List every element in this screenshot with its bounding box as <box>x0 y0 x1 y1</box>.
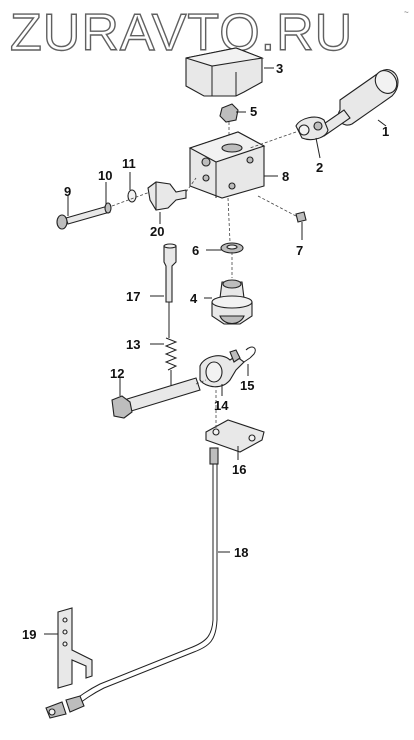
part-3-cover <box>185 47 265 97</box>
callout-8: 8 <box>282 169 289 184</box>
watermark-text: ZURAVTO.RU <box>10 4 353 60</box>
callout-3: 3 <box>276 61 283 76</box>
part-20-clamp <box>147 177 197 211</box>
part-14-pivot-lever <box>199 349 245 388</box>
callout-16: 16 <box>232 462 246 477</box>
callout-18: 18 <box>234 545 248 560</box>
callout-12: 12 <box>110 366 124 381</box>
leader-lines <box>44 67 387 635</box>
callout-14: 14 <box>214 398 229 413</box>
callout-17: 17 <box>126 289 140 304</box>
callout-13: 13 <box>126 337 140 352</box>
callout-6: 6 <box>192 243 199 258</box>
part-17-rod <box>163 243 177 338</box>
callout-10: 10 <box>98 168 112 183</box>
part-16-plate <box>205 390 265 453</box>
callout-19: 19 <box>22 627 36 642</box>
part-5-nut <box>219 103 239 140</box>
part-11-ring <box>111 189 151 207</box>
watermark-logo: ZURAVTO.RU <box>9 3 353 60</box>
callout-20: 20 <box>150 224 164 239</box>
part-7-screw <box>257 195 307 223</box>
callout-11: 11 <box>122 156 136 171</box>
part-6-washer <box>220 242 244 278</box>
callout-4: 4 <box>190 291 198 306</box>
part-12-bolt <box>111 377 207 419</box>
corner-mark: ~ <box>404 8 409 17</box>
callout-1: 1 <box>382 124 389 139</box>
part-9-bolt <box>56 205 111 230</box>
callout-7: 7 <box>296 243 303 258</box>
callout-15: 15 <box>240 378 254 393</box>
callout-9: 9 <box>64 184 71 199</box>
callout-5: 5 <box>250 104 257 119</box>
part-10-washer <box>104 202 112 214</box>
part-18-cable <box>45 447 219 719</box>
part-15-clip <box>243 346 256 363</box>
part-2-joint <box>249 116 329 149</box>
part-8-housing <box>188 131 266 199</box>
callout-labels: 3 1 2 5 8 7 6 4 9 10 11 20 17 13 12 14 1… <box>22 61 389 642</box>
part-13-spring <box>164 337 178 388</box>
part-4-pivot <box>211 279 253 325</box>
callout-2: 2 <box>316 160 323 175</box>
part-19-bracket <box>57 607 93 689</box>
